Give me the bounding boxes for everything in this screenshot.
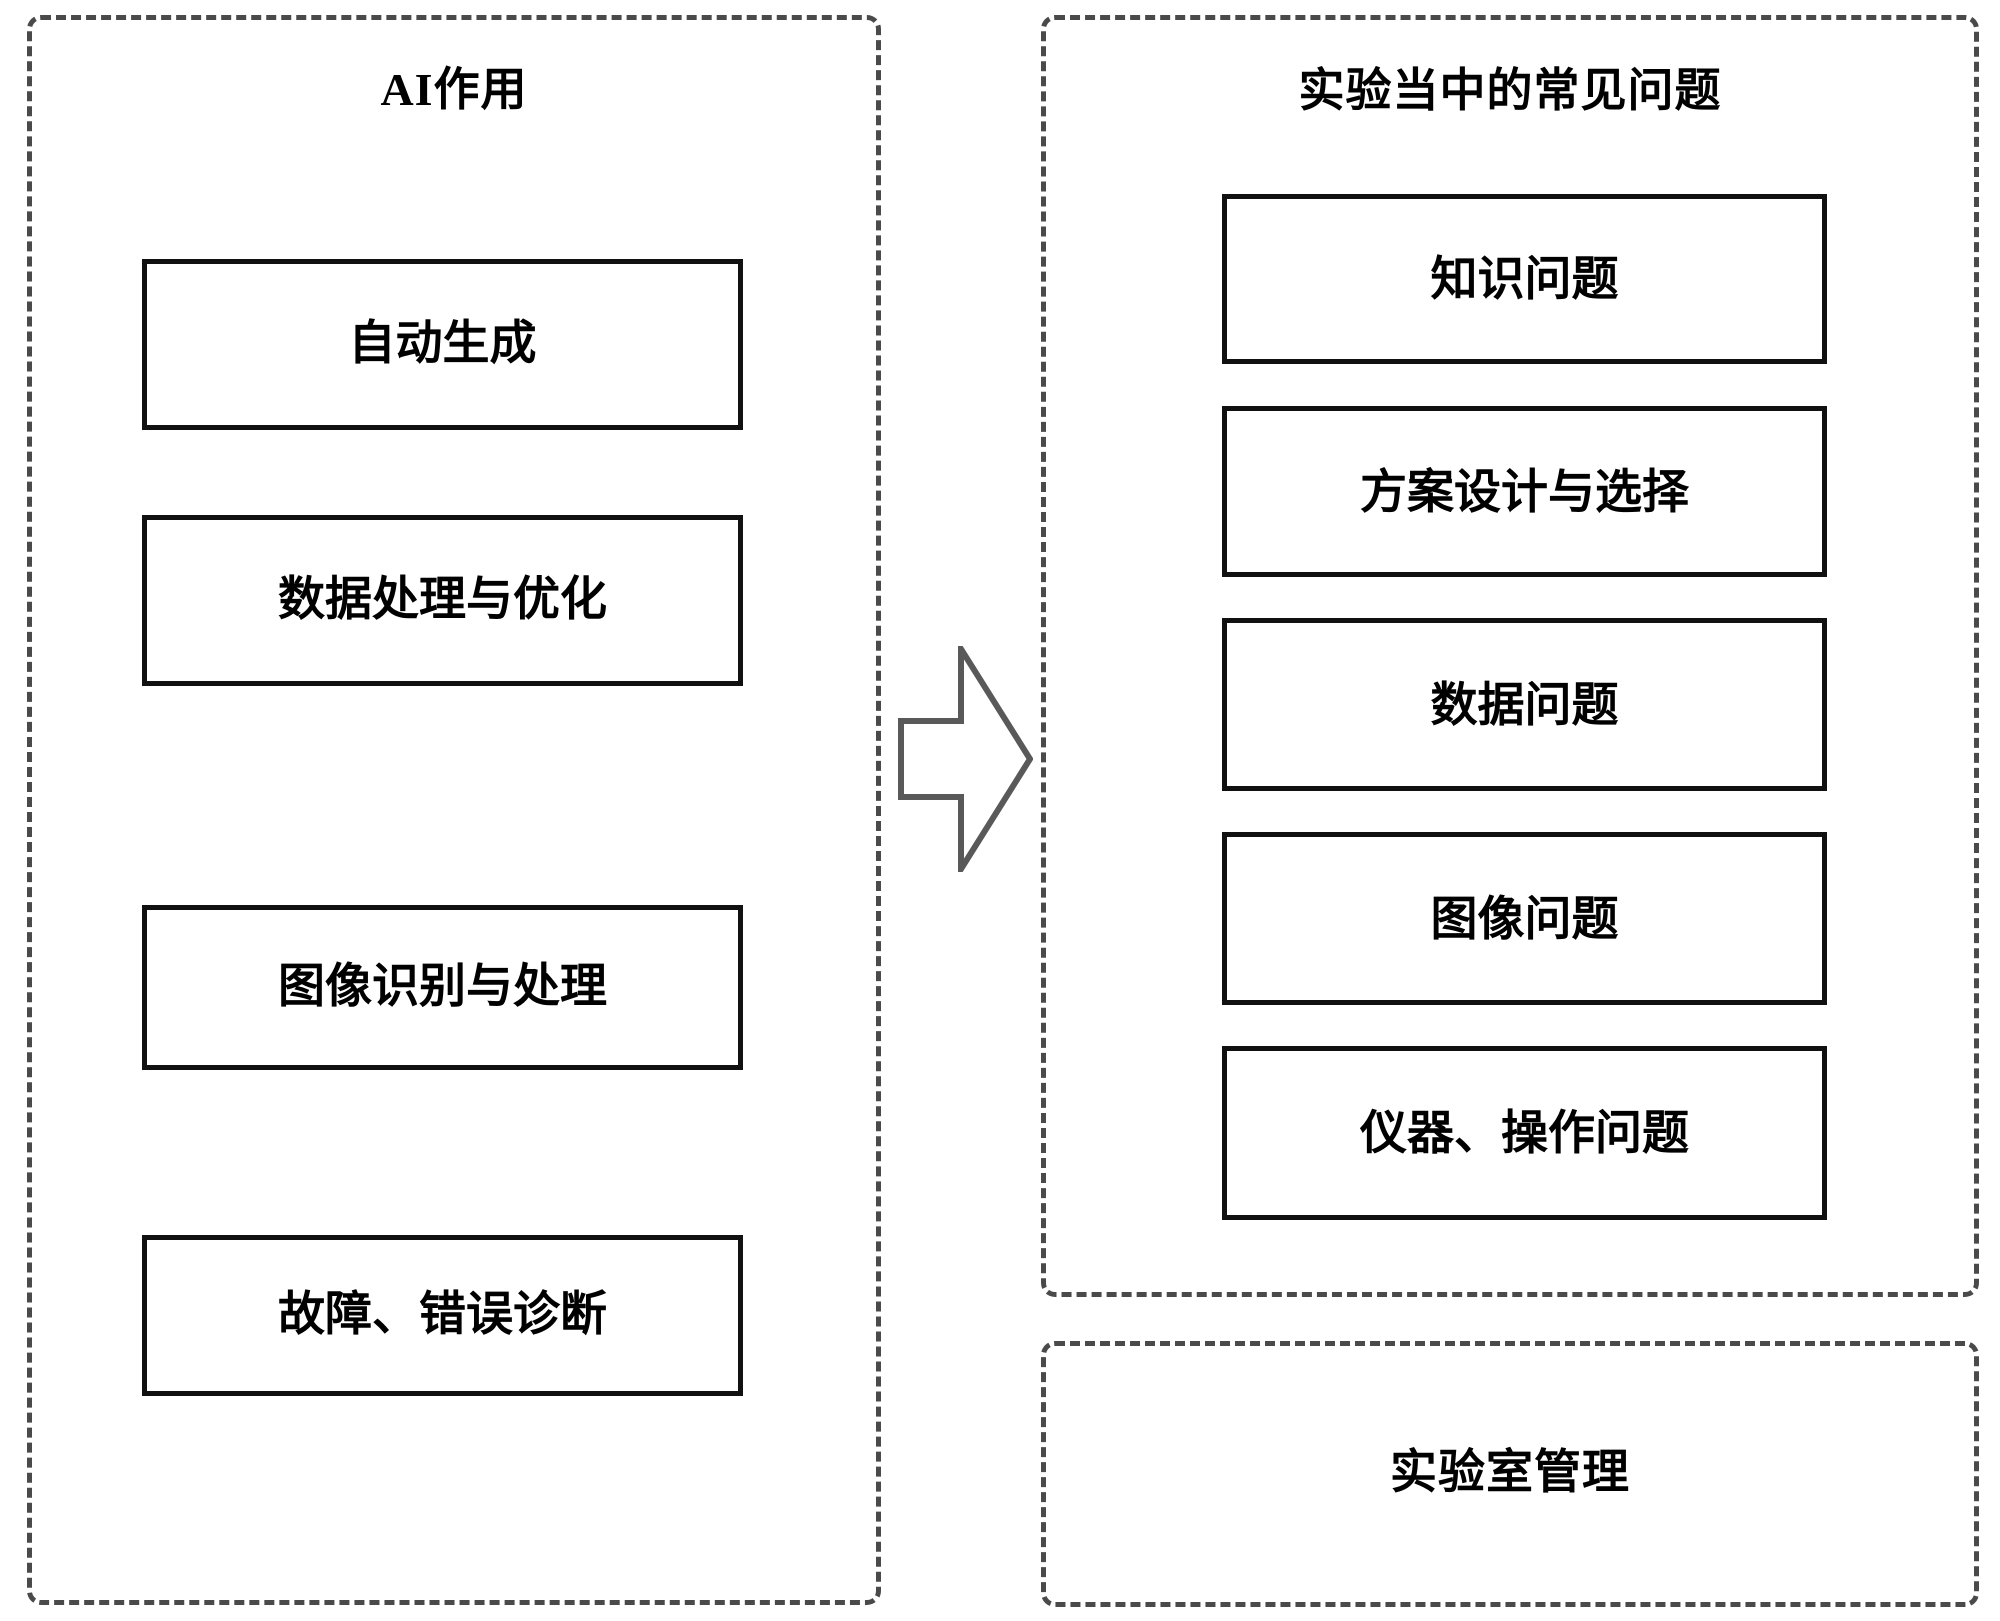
problem-label: 方案设计与选择 [1360, 464, 1689, 518]
problem-label: 仪器、操作问题 [1360, 1106, 1689, 1160]
problem-label: 图像问题 [1430, 891, 1619, 945]
problem-box-instrument-operation[interactable]: 仪器、操作问题 [1222, 1046, 1827, 1220]
ai-role-label: 故障、错误诊断 [278, 1288, 607, 1341]
problem-box-knowledge[interactable]: 知识问题 [1222, 194, 1827, 364]
problem-label: 数据问题 [1430, 677, 1619, 731]
ai-role-label: 自动生成 [348, 317, 537, 370]
panel-lab-management: 实验室管理 [1041, 1341, 1979, 1607]
ai-role-box-image-recognition[interactable]: 图像识别与处理 [142, 905, 743, 1070]
ai-role-box-fault-diagnosis[interactable]: 故障、错误诊断 [142, 1235, 743, 1396]
problem-box-data[interactable]: 数据问题 [1222, 618, 1827, 791]
problem-box-image[interactable]: 图像问题 [1222, 832, 1827, 1005]
ai-role-box-auto-generation[interactable]: 自动生成 [142, 259, 743, 430]
ai-role-box-data-processing[interactable]: 数据处理与优化 [142, 515, 743, 686]
ai-role-label: 图像识别与处理 [278, 960, 607, 1013]
panel-experiment-problems-title: 实验当中的常见问题 [1298, 64, 1722, 116]
panel-lab-management-title: 实验室管理 [1390, 1445, 1630, 1498]
problem-label: 知识问题 [1430, 252, 1619, 306]
right-block-arrow-icon [898, 646, 1033, 872]
problem-box-scheme-design[interactable]: 方案设计与选择 [1222, 406, 1827, 577]
panel-ai-roles-title: AI作用 [380, 64, 528, 115]
ai-role-label: 数据处理与优化 [278, 573, 607, 626]
